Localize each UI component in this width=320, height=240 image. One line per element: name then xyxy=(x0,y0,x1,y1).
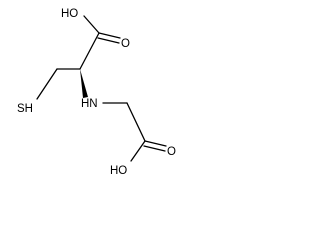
molecule-drawing: HO O SH HN O HO xyxy=(17,8,176,177)
label-carbonyl-o-top: O xyxy=(121,38,130,50)
bond-ch2-to-carboxyl xyxy=(126,102,146,142)
bond-c-o-double-top-b xyxy=(97,37,120,44)
bond-c-o-double-top-a xyxy=(98,32,121,39)
structure-canvas: HO O SH HN O HO xyxy=(17,8,176,177)
bond-c-oh-bottom xyxy=(130,140,146,162)
label-carboxyl-oh-top: HO xyxy=(61,8,78,20)
bond-oh-c-top xyxy=(83,15,100,34)
label-amine: HN xyxy=(81,98,98,110)
bond-c-o-double-bottom-a xyxy=(144,140,167,147)
label-thiol: SH xyxy=(17,103,33,115)
label-carboxyl-oh-bottom: HO xyxy=(110,165,127,177)
bond-carboxyl-to-alpha xyxy=(79,32,100,70)
wedge-bond-alpha-to-n xyxy=(80,69,88,98)
bond-ch2-to-sh xyxy=(36,68,58,100)
label-carbonyl-o-bottom: O xyxy=(167,146,176,158)
bond-c-o-double-bottom-b xyxy=(143,145,166,152)
